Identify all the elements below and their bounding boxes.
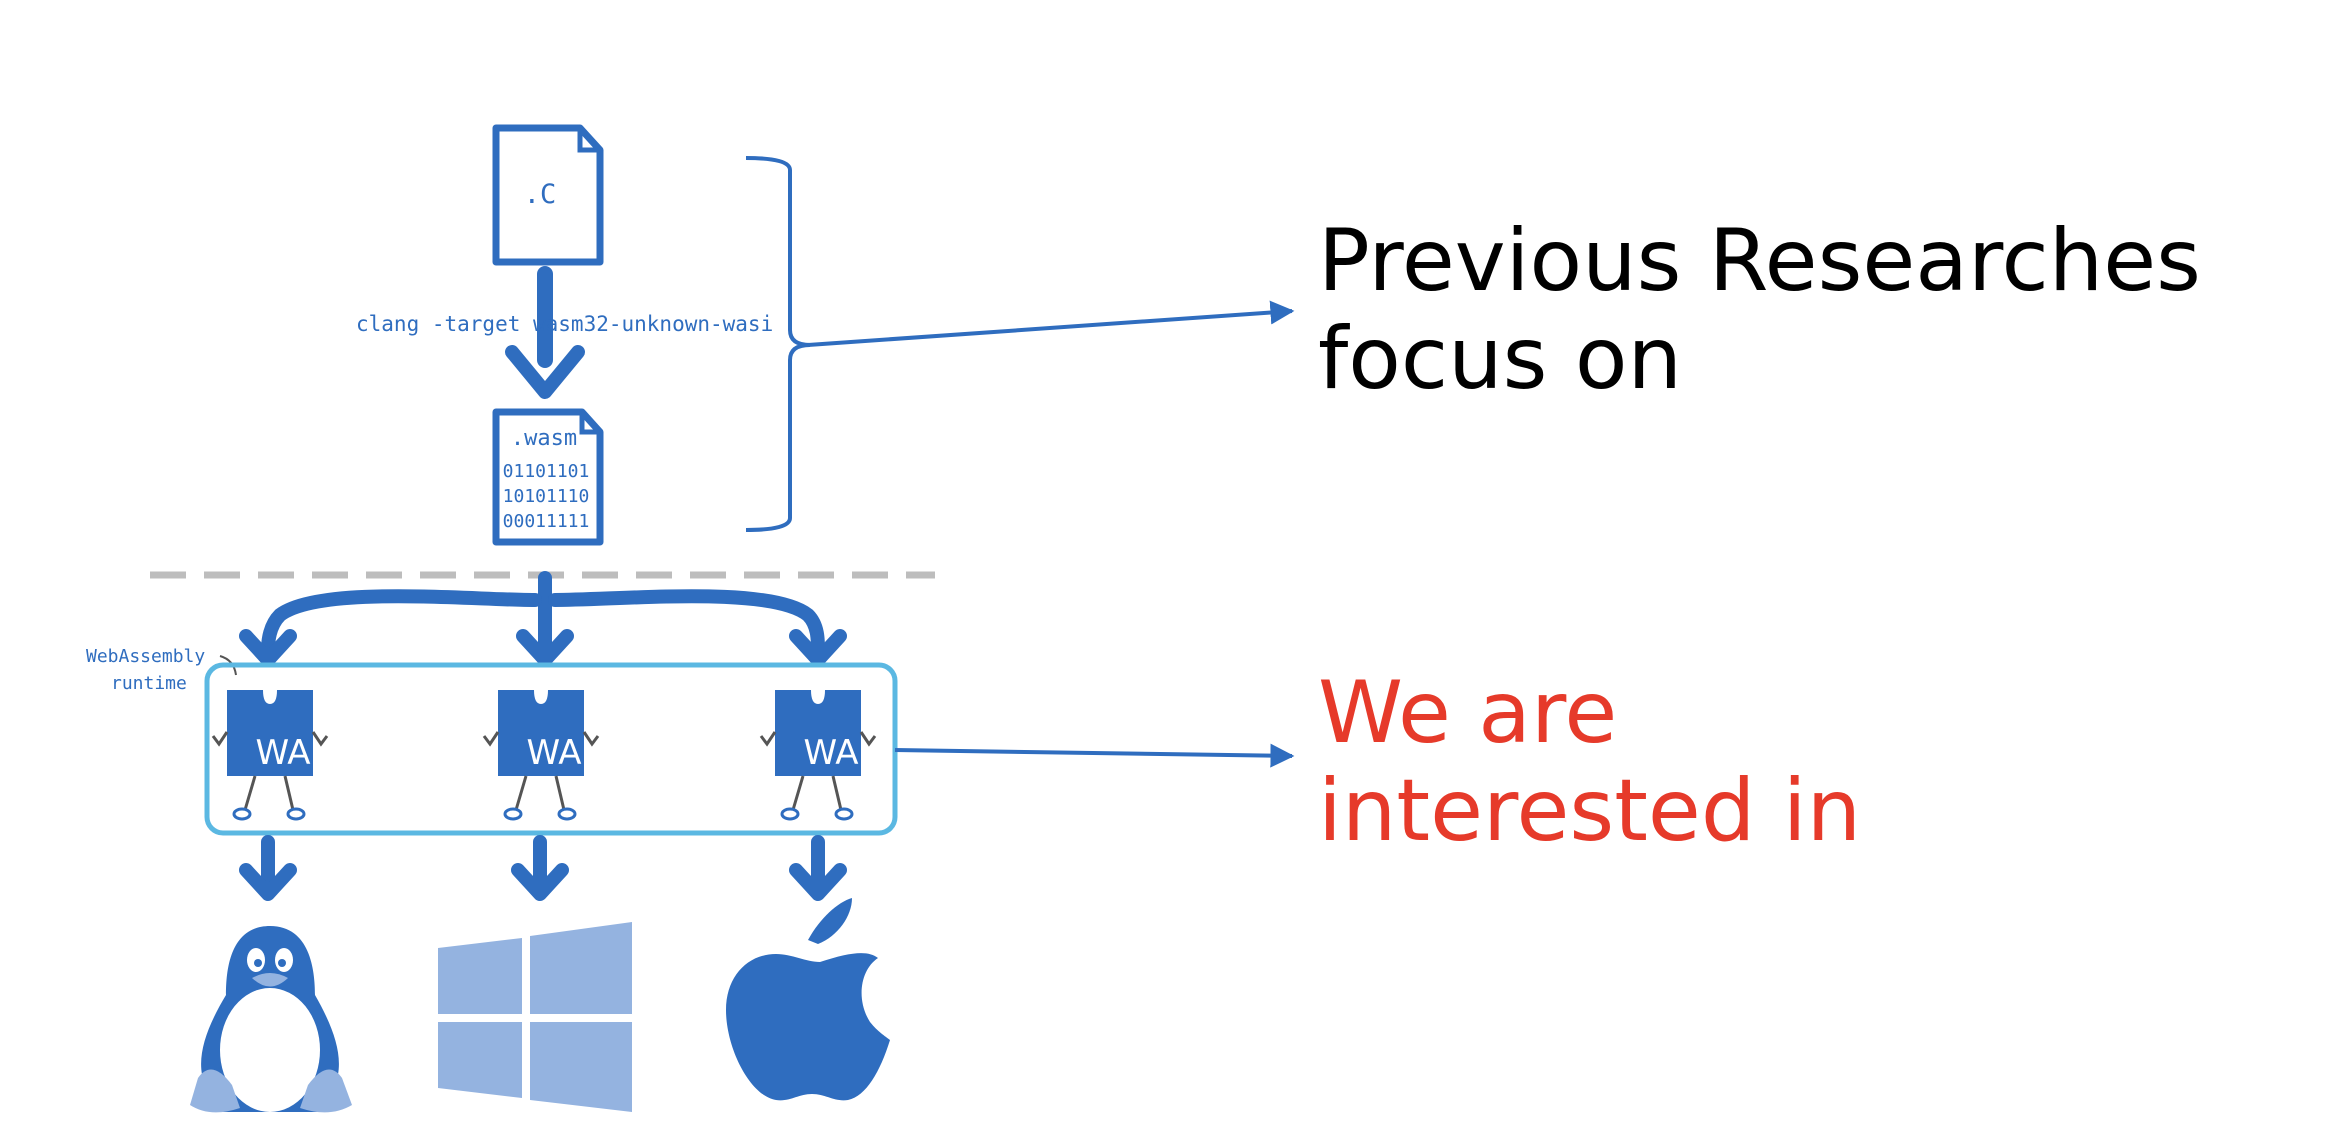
runtime-pointer-arrow [894,743,1295,768]
caption-line: Previous Researches [1318,211,2201,311]
wasm-file-icon: .wasm 01101101 10101110 00011111 [492,408,604,546]
interest-caption: We are interested in [1318,664,1861,860]
runtime-figure: WA [482,690,600,821]
runtime-badge: WA [803,733,858,773]
runtime-label-line: WebAssembly [86,646,205,667]
runtime-highlight-box [204,662,898,836]
wasm-binary-line: 00011111 [503,511,590,532]
platform-arrows [239,835,847,901]
compile-command: clang -target wasm32-unknown-wasi [356,312,773,336]
windows-logo-icon [438,922,632,1112]
runtime-label-line: runtime [111,673,187,694]
caption-line: interested in [1318,761,1862,861]
runtime-badge: WA [255,733,310,773]
runtime-badge: WA [526,733,581,773]
runtime-figure: WA [759,690,877,821]
apple-logo-icon [726,898,890,1101]
caption-line: We are [1318,663,1618,763]
wasm-binary-line: 01101101 [503,461,590,482]
wasm-file-label: .wasm [511,426,577,451]
wasm-binary-line: 10101110 [503,486,590,507]
linux-penguin-icon [190,926,352,1113]
compile-arrow [505,266,585,399]
source-file-icon: .C [492,124,604,266]
compile-bracket [745,156,1295,532]
bracket-pointer-arrow [807,300,1295,347]
source-file-label: .C [524,179,557,210]
branch-arrows [239,571,847,667]
caption-line: focus on [1318,309,1682,409]
runtime-figure: WA [211,690,329,821]
previous-research-caption: Previous Researches focus on [1318,212,2201,408]
